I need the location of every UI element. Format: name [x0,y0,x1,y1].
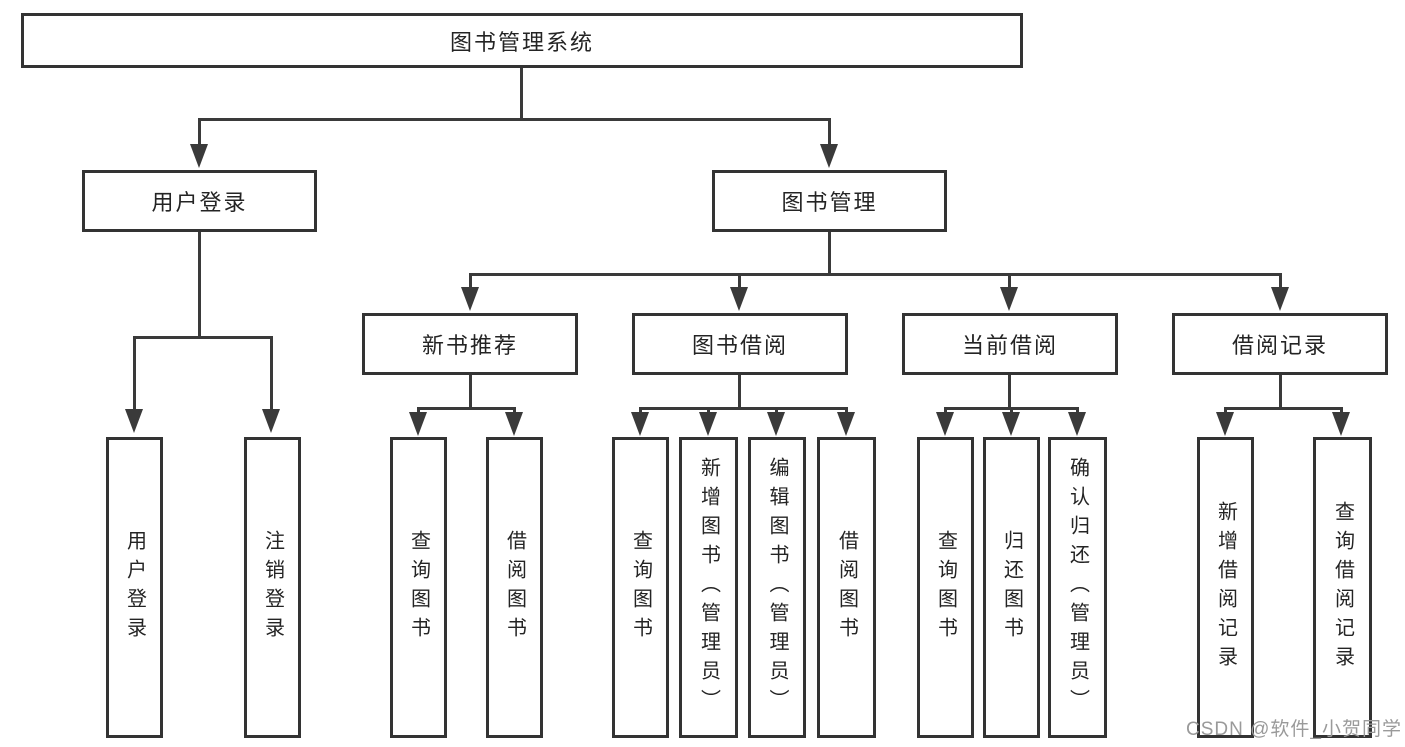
connector-leaf-stub [270,336,273,411]
arrow-down-icon [461,287,479,311]
connector-l3-stub [1279,273,1282,289]
connector-l3-stub [1008,273,1011,289]
connector-borrow-records-bar [1224,407,1342,410]
node-borrow-records: 借阅记录 [1172,313,1388,375]
connector-current-borrow-stem [1008,375,1011,410]
arrow-down-icon [837,412,855,436]
connector-leaf-stub [133,336,136,411]
arrow-down-icon [1068,412,1086,436]
leaf-query-books-3-label: 查询图书 [934,529,957,646]
leaf-borrow-books-1-label: 借阅图书 [503,529,526,646]
arrow-down-icon [262,409,280,433]
node-current-borrow: 当前借阅 [902,313,1118,375]
leaf-edit-books-admin-label: 编辑图书（管理员） [766,457,788,718]
leaf-query-books-3: 查询图书 [917,437,974,738]
arrow-down-icon [1216,412,1234,436]
leaf-query-books-2-label: 查询图书 [629,529,652,646]
leaf-logout-label: 注销登录 [261,529,284,646]
leaf-edit-books-admin: 编辑图书（管理员） [748,437,806,738]
connector-user-login-stem [198,232,201,336]
node-user-login-label: 用户登录 [151,190,248,215]
connector-new-book-stem [469,375,472,410]
connector-user-login-stub [198,118,201,148]
leaf-logout: 注销登录 [244,437,301,738]
node-root-system: 图书管理系统 [21,13,1023,68]
leaf-user-login: 用户登录 [106,437,163,738]
arrow-down-icon [820,144,838,168]
connector-book-mgmt-stub [828,118,831,148]
connector-user-login-bar [133,336,273,339]
arrow-down-icon [1000,287,1018,311]
arrow-down-icon [125,409,143,433]
connector-book-borrow-stem [738,375,741,410]
node-new-book-recommend-label: 新书推荐 [421,333,518,358]
arrow-down-icon [190,144,208,168]
leaf-borrow-books-2: 借阅图书 [817,437,876,738]
connector-borrow-records-stem [1279,375,1282,410]
arrow-down-icon [936,412,954,436]
connector-l3-stub [738,273,741,289]
connector-root-bar [198,118,831,121]
leaf-user-login-label: 用户登录 [123,529,146,646]
leaf-query-borrow-record-label: 查询借阅记录 [1331,500,1354,675]
connector-book-borrow-bar [639,407,846,410]
leaf-add-borrow-record: 新增借阅记录 [1197,437,1254,738]
arrow-down-icon [1332,412,1350,436]
node-user-login: 用户登录 [82,170,317,232]
leaf-borrow-books-1: 借阅图书 [486,437,543,738]
node-book-management-label: 图书管理 [781,190,878,215]
arrow-down-icon [1271,287,1289,311]
node-root-label: 图书管理系统 [449,29,594,55]
arrow-down-icon [767,412,785,436]
leaf-add-books-admin: 新增图书（管理员） [679,437,738,738]
leaf-add-borrow-record-label: 新增借阅记录 [1214,500,1237,675]
csdn-watermark: CSDN @软件_小贺同学 [1186,719,1402,740]
leaf-add-books-admin-label: 新增图书（管理员） [697,457,720,718]
leaf-return-books: 归还图书 [983,437,1040,738]
connector-root-stem [520,68,523,118]
leaf-confirm-return-admin: 确认归还（管理员） [1048,437,1107,738]
arrow-down-icon [699,412,717,436]
node-new-book-recommend: 新书推荐 [362,313,578,375]
leaf-query-books-2: 查询图书 [612,437,669,738]
arrow-down-icon [409,412,427,436]
arrow-down-icon [1002,412,1020,436]
leaf-query-books-1-label: 查询图书 [407,529,430,646]
node-book-management: 图书管理 [712,170,947,232]
node-current-borrow-label: 当前借阅 [961,333,1058,358]
node-book-borrow-label: 图书借阅 [691,333,788,358]
leaf-confirm-return-admin-label: 确认归还（管理员） [1066,457,1089,718]
leaf-query-borrow-record: 查询借阅记录 [1313,437,1372,738]
arrow-down-icon [505,412,523,436]
connector-book-mgmt-stem [828,232,831,273]
connector-new-book-bar [417,407,516,410]
arrow-down-icon [631,412,649,436]
leaf-borrow-books-2-label: 借阅图书 [835,529,858,646]
node-borrow-records-label: 借阅记录 [1231,333,1328,358]
connector-l3-stub [469,273,472,289]
leaf-return-books-label: 归还图书 [1000,529,1023,646]
leaf-query-books-1: 查询图书 [390,437,447,738]
arrow-down-icon [730,287,748,311]
node-book-borrow: 图书借阅 [632,313,848,375]
connector-book-mgmt-bar [469,273,1282,276]
